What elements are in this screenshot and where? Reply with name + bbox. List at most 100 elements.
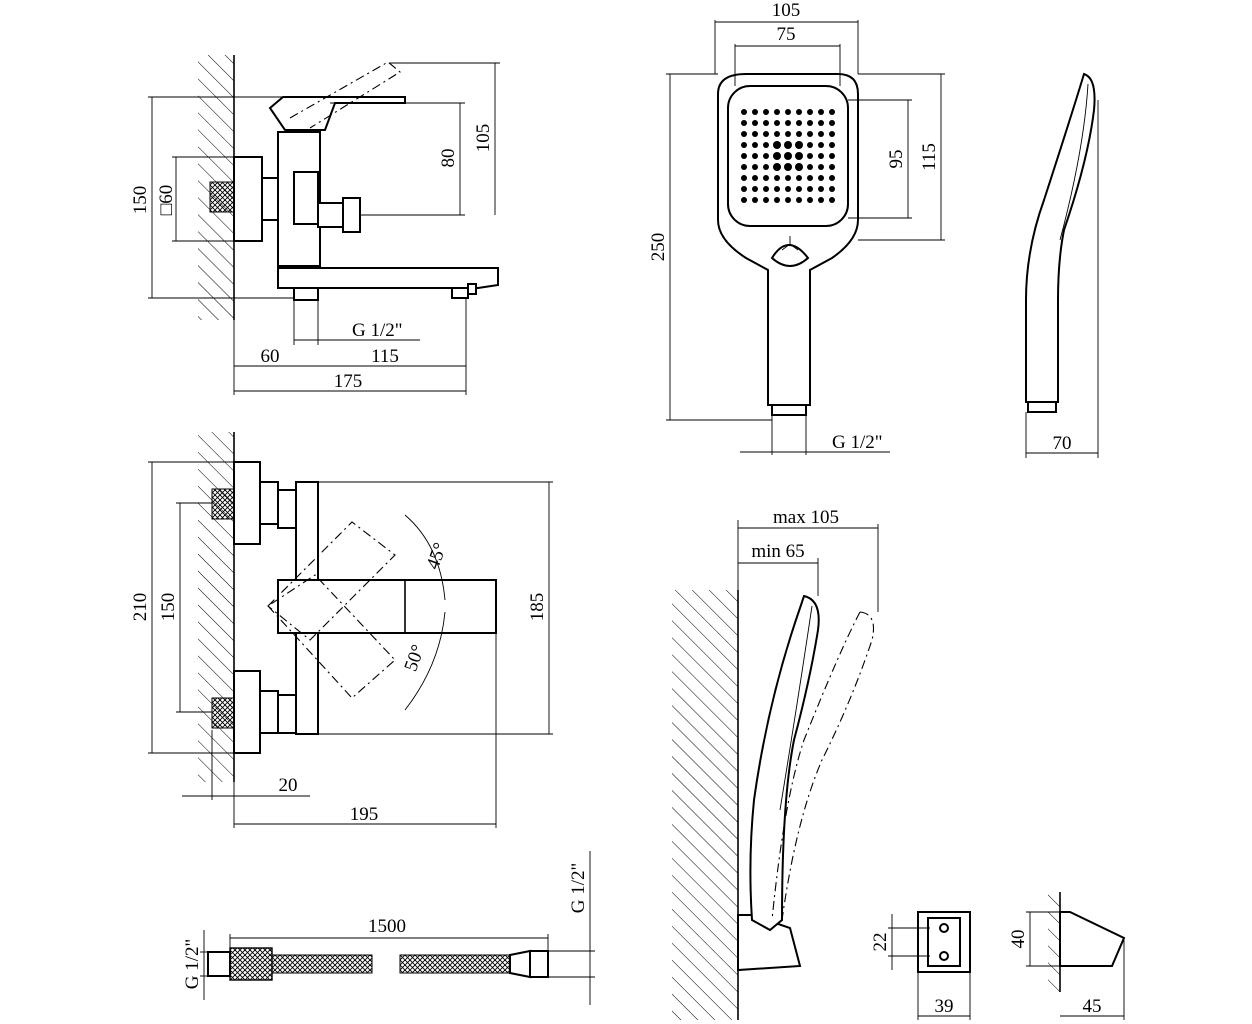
nozzle-dot (807, 175, 813, 181)
nozzle-dot (785, 109, 791, 115)
label-mixer-top-height: 105 (473, 124, 494, 153)
nozzle-dot (773, 163, 781, 171)
label-shower-length: 250 (648, 233, 669, 262)
nozzle-dot (741, 197, 747, 203)
wall-hatch-2 (198, 432, 234, 782)
nozzle-dot (785, 120, 791, 126)
nozzle-dot (829, 197, 835, 203)
label-holder-max: max 105 (773, 507, 839, 528)
nozzle-dot (829, 120, 835, 126)
nozzle-dot (818, 153, 824, 159)
nozzle-dot (741, 131, 747, 137)
label-bracket-side-width: 45 (1083, 996, 1102, 1017)
mixer-front-view (148, 55, 500, 395)
nozzle-dot (807, 153, 813, 159)
nozzle-dot (829, 164, 835, 170)
nozzle-dot (796, 175, 802, 181)
nozzle-dot (796, 186, 802, 192)
nozzle-dot (818, 197, 824, 203)
nozzle-dot (818, 175, 824, 181)
nozzle-dot (818, 164, 824, 170)
hose-view (200, 851, 595, 1005)
label-head-width: 105 (772, 0, 801, 21)
label-mixer-offset: 60 (261, 346, 280, 367)
nozzle-dot (741, 186, 747, 192)
label-eccentric-distance: 150 (158, 593, 179, 622)
nozzle-dot (807, 164, 813, 170)
nozzle-dot (829, 186, 835, 192)
nozzle-dot (818, 142, 824, 148)
nozzle-dot (807, 131, 813, 137)
nozzle-dot (807, 109, 813, 115)
label-angle-down: 50° (400, 642, 429, 674)
label-bracket-width: 39 (935, 996, 954, 1017)
nozzle-dot (829, 131, 835, 137)
nozzle-dot (773, 152, 781, 160)
nozzle-dot (763, 175, 769, 181)
bracket-side-view (1026, 892, 1126, 1020)
label-top-length: 195 (350, 804, 379, 825)
bracket-front-view (888, 911, 971, 1020)
nozzle-dot (752, 164, 758, 170)
nozzle-dot (752, 175, 758, 181)
label-head-face-width: 75 (777, 24, 796, 45)
nozzle-dot (752, 142, 758, 148)
nozzle-dot (741, 153, 747, 159)
label-mixer-total-length: 175 (334, 371, 363, 392)
label-angle-up: 45° (422, 540, 451, 572)
nozzle-dot (818, 131, 824, 137)
nozzle-dot (784, 141, 792, 149)
shower-head-front-view (666, 20, 945, 455)
label-hose-right-thread: G 1/2" (568, 863, 589, 914)
nozzle-dot (741, 109, 747, 115)
nozzle-dot (763, 164, 769, 170)
nozzle-dot (829, 109, 835, 115)
nozzle-dot (741, 120, 747, 126)
nozzle-dot (807, 120, 813, 126)
nozzle-dot (795, 152, 803, 160)
label-mixer-spout: 115 (371, 346, 399, 367)
nozzle-dot (807, 142, 813, 148)
label-wall-gap: 20 (279, 775, 298, 796)
label-head-height: 115 (919, 143, 940, 171)
label-head-face-height: 95 (886, 150, 907, 169)
nozzle-dot (763, 131, 769, 137)
label-hose-length: 1500 (368, 916, 406, 937)
nozzle-dot (774, 197, 780, 203)
spray-nozzles (741, 109, 835, 203)
nozzle-dot (829, 142, 835, 148)
nozzle-dot (796, 120, 802, 126)
nozzle-dot (763, 197, 769, 203)
label-top-depth: 185 (527, 593, 548, 622)
nozzle-dot (752, 131, 758, 137)
label-holder-min: min 65 (751, 541, 804, 562)
nozzle-dot (796, 131, 802, 137)
nozzle-dot (741, 142, 747, 148)
wall-hatch-3 (672, 590, 738, 1020)
nozzle-dot (807, 197, 813, 203)
label-top-height: 210 (130, 593, 151, 622)
nozzle-dot (763, 186, 769, 192)
nozzle-dot (752, 186, 758, 192)
nozzle-dot (774, 175, 780, 181)
nozzle-dot (774, 120, 780, 126)
nozzle-dot (796, 109, 802, 115)
nozzle-dot (763, 142, 769, 148)
nozzle-dot (818, 186, 824, 192)
holder-side-view (672, 520, 879, 1020)
nozzle-dot (774, 186, 780, 192)
nozzle-dot (785, 175, 791, 181)
nozzle-dot (741, 175, 747, 181)
nozzle-dot (763, 120, 769, 126)
nozzle-dot (774, 109, 780, 115)
nozzle-dot (763, 109, 769, 115)
label-mixer-thread: G 1/2" (352, 320, 403, 341)
label-mixer-lever-height: 80 (438, 149, 459, 168)
nozzle-dot (818, 120, 824, 126)
nozzle-dot (785, 197, 791, 203)
nozzle-dot (752, 197, 758, 203)
nozzle-dot (752, 109, 758, 115)
label-bracket-side-height: 40 (1008, 930, 1029, 949)
nozzle-dot (785, 131, 791, 137)
